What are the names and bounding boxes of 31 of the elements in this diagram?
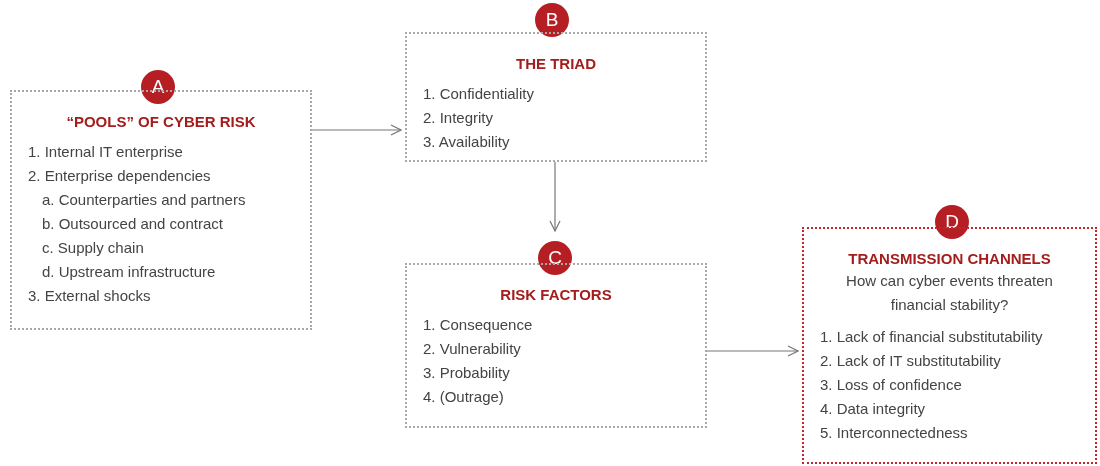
box-heading: “POOLS” OF CYBER RISK [65, 112, 257, 132]
box-subtitle: How can cyber events threaten financial stability? [845, 271, 1054, 315]
list-item: 1. Confidentiality [423, 84, 535, 104]
list-box [405, 263, 707, 428]
list-item: 4. Data integrity [820, 399, 927, 419]
list-item: 2. Integrity [423, 108, 495, 128]
list-box [405, 32, 707, 162]
list-item: 3. Loss of confidence [820, 375, 963, 395]
list-item: 5. Interconnectedness [820, 423, 969, 443]
list-box [802, 227, 1097, 464]
list-item: a. Counterparties and partners [41, 190, 247, 210]
list-item: 2. Vulnerability [423, 339, 522, 359]
arrow [706, 345, 799, 357]
list-item: 2. Lack of IT substitutability [820, 351, 1002, 371]
letter-badge: B [535, 3, 569, 37]
list-item: 3. Availability [423, 132, 511, 152]
box-heading: RISK FACTORS [499, 285, 613, 305]
list-item: 3. External shocks [28, 286, 152, 306]
arrow [549, 161, 561, 232]
box-heading: TRANSMISSION CHANNELS [847, 249, 1052, 269]
list-item: c. Supply chain [41, 238, 145, 258]
box-heading: THE TRIAD [515, 54, 597, 74]
arrow [311, 124, 402, 136]
list-item: 3. Probability [423, 363, 511, 383]
list-item: d. Upstream infrastructure [41, 262, 217, 282]
list-item: 1. Consequence [423, 315, 534, 335]
list-item: 1. Internal IT enterprise [28, 142, 184, 162]
list-item: b. Outsourced and contract [41, 214, 224, 234]
list-item: 2. Enterprise dependencies [28, 166, 212, 186]
list-item: 4. (Outrage) [423, 387, 505, 407]
list-item: 1. Lack of financial substitutability [820, 327, 1044, 347]
